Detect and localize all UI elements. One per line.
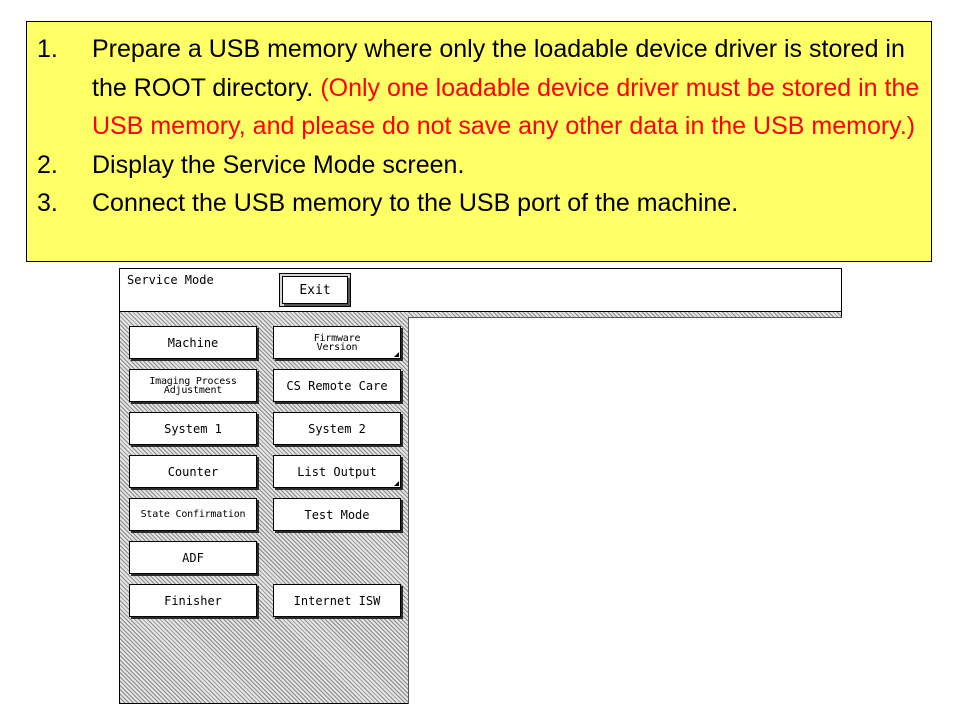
exit-button[interactable]: Exit [279,273,351,307]
test-mode-button[interactable]: Test Mode [273,498,401,531]
instruction-step-1: 1. Prepare a USB memory where only the lo… [37,30,921,146]
system-2-button[interactable]: System 2 [273,412,401,445]
state-confirmation-button[interactable]: State Confirmation [129,498,257,531]
submenu-corner-icon [394,352,399,357]
firmware-version-button[interactable]: Firmware Version [273,326,401,359]
submenu-corner-icon [394,481,399,486]
exit-button-label: Exit [282,276,348,304]
instruction-steps: 1. Prepare a USB memory where only the lo… [37,30,921,223]
internet-isw-button[interactable]: Internet ISW [273,584,401,617]
firmware-version-label: Firmware Version [313,332,361,353]
service-mode-header: Service Mode Exit [120,269,841,312]
step-warning-note: (Only one loadable device driver must be… [92,73,920,141]
content-display-area [408,317,842,704]
counter-button[interactable]: Counter [129,455,257,488]
imaging-process-adjustment-button[interactable]: Imaging Process Adjustment [129,369,257,402]
step-number: 1. [37,35,58,63]
service-mode-panel: Service Mode Exit Machine Imaging Proces… [119,268,842,704]
step-text: Connect the USB memory to the USB port o… [92,189,739,217]
list-output-label: List Output [297,464,377,479]
instruction-step-3: 3. Connect the USB memory to the USB port… [37,184,921,223]
finisher-button[interactable]: Finisher [129,584,257,617]
service-mode-title: Service Mode [127,273,214,287]
step-number: 2. [37,150,58,179]
step-text: Prepare a USB memory where only the load… [92,35,905,102]
instruction-step-2: 2. Display the Service Mode screen. [37,146,921,185]
instructions-callout: 1. Prepare a USB memory where only the lo… [26,21,932,262]
system-1-button[interactable]: System 1 [129,412,257,445]
adf-button[interactable]: ADF [129,541,257,574]
step-text: Display the Service Mode screen. [92,150,465,179]
machine-button[interactable]: Machine [129,326,257,359]
step-number: 3. [37,189,58,217]
cs-remote-care-button[interactable]: CS Remote Care [273,369,401,402]
list-output-button[interactable]: List Output [273,455,401,488]
